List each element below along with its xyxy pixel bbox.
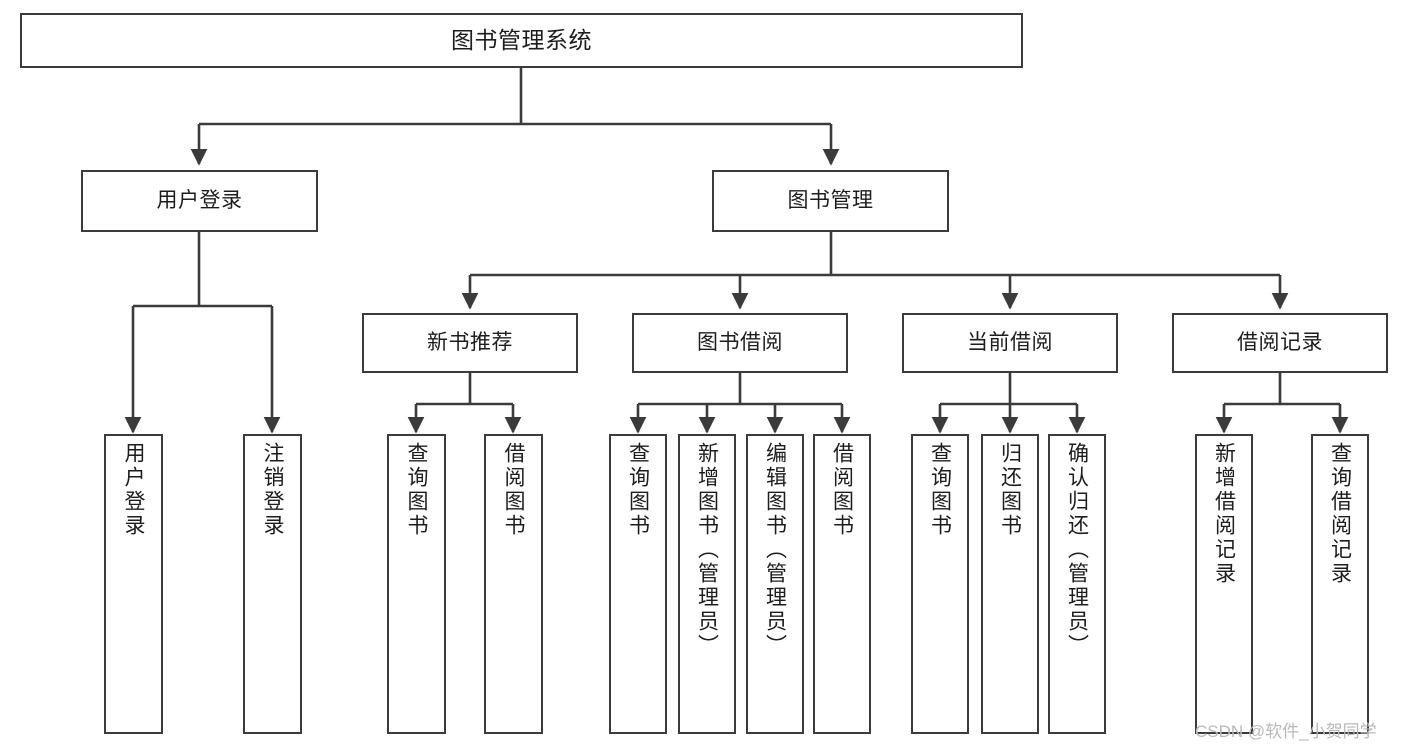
node-new-book-recommend[interactable]: 新书推荐 — [362, 313, 578, 373]
node-label: 查询图书 — [626, 442, 650, 538]
node-root-book-management-system[interactable]: 图书管理系统 — [20, 13, 1023, 68]
node-borrow-record[interactable]: 借阅记录 — [1172, 313, 1388, 373]
node-label: 借阅图书 — [830, 442, 854, 538]
leaf-book-borrow-edit-book-admin[interactable]: 编辑图书（管理员） — [746, 434, 804, 734]
node-book-borrow[interactable]: 图书借阅 — [632, 313, 848, 373]
node-label: 编辑图书（管理员） — [763, 442, 787, 658]
leaf-user-login-logout[interactable]: 注销登录 — [243, 434, 302, 734]
leaf-current-borrow-confirm-return-admin[interactable]: 确认归还（管理员） — [1048, 434, 1106, 734]
node-label: 查询图书 — [928, 442, 952, 538]
node-label: 用户登录 — [156, 189, 243, 213]
node-label: 注销登录 — [261, 442, 284, 538]
leaf-current-borrow-query-book[interactable]: 查询图书 — [911, 434, 969, 734]
node-label: 新增图书（管理员） — [695, 442, 719, 658]
node-label: 用户登录 — [122, 442, 145, 538]
leaf-new-book-borrow-book[interactable]: 借阅图书 — [484, 434, 543, 734]
node-label: 图书管理系统 — [451, 26, 592, 53]
leaf-user-login-login[interactable]: 用户登录 — [104, 434, 163, 734]
leaf-borrow-record-add-record[interactable]: 新增借阅记录 — [1195, 434, 1253, 734]
node-user-login[interactable]: 用户登录 — [81, 170, 318, 232]
leaf-new-book-query-book[interactable]: 查询图书 — [387, 434, 446, 734]
leaf-borrow-record-query-record[interactable]: 查询借阅记录 — [1311, 434, 1369, 734]
leaf-book-borrow-query-book[interactable]: 查询图书 — [609, 434, 667, 734]
leaf-book-borrow-add-book-admin[interactable]: 新增图书（管理员） — [678, 434, 736, 734]
node-label: 新增借阅记录 — [1212, 442, 1236, 586]
node-label: 当前借阅 — [967, 331, 1053, 355]
node-label: 查询图书 — [405, 442, 428, 538]
node-label: 借阅记录 — [1237, 331, 1323, 355]
node-book-management[interactable]: 图书管理 — [712, 170, 949, 232]
node-label: 图书借阅 — [697, 331, 783, 355]
node-label: 新书推荐 — [427, 331, 513, 355]
csdn-watermark: CSDN @软件_小贺同学 — [1195, 722, 1377, 741]
node-label: 归还图书 — [998, 442, 1022, 538]
node-current-borrow[interactable]: 当前借阅 — [902, 313, 1118, 373]
node-label: 借阅图书 — [502, 442, 525, 538]
leaf-current-borrow-return-book[interactable]: 归还图书 — [981, 434, 1039, 734]
node-label: 查询借阅记录 — [1328, 442, 1352, 586]
node-label: 图书管理 — [787, 189, 874, 213]
node-label: 确认归还（管理员） — [1065, 442, 1089, 658]
leaf-book-borrow-borrow-book[interactable]: 借阅图书 — [813, 434, 871, 734]
